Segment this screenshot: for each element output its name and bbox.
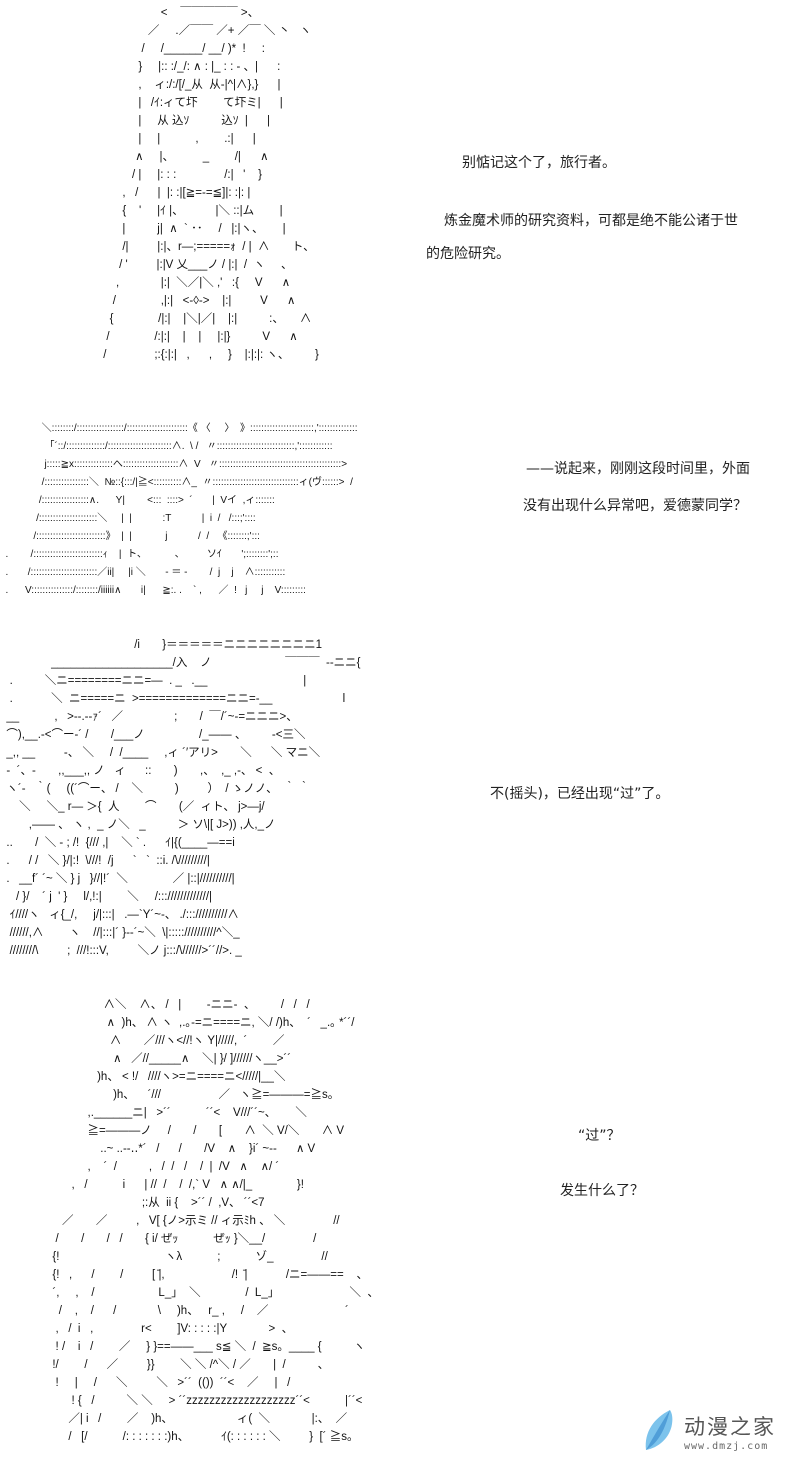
dialogue-line: 的危险研究。 bbox=[426, 246, 510, 262]
watermark-url: www.dmzj.com bbox=[684, 1440, 769, 1452]
dialogue-line: 发生什么了？ bbox=[560, 1183, 644, 1199]
dialogue-line: 炼金魔术师的研究资料，可都是绝不能公诸于世 bbox=[444, 213, 738, 229]
dialogue-line: ——说起来，刚刚这段时间里，外面 bbox=[526, 461, 750, 477]
ascii-art-panel-3: /i }＝＝＝＝＝ニニニニニニニニ1 ___________________/入… bbox=[6, 639, 361, 957]
ascii-art-panel-1: < ￣￣￣￣￣ >、 ／ .／￣￣ ／+ ／￣ ＼ 丶 ヽ / /______/… bbox=[103, 7, 319, 361]
feather-logo-icon bbox=[645, 1410, 673, 1450]
dmzj-watermark: 动漫之家 www.dmzj.com bbox=[640, 1408, 776, 1454]
watermark-name: 动漫之家 bbox=[684, 1414, 776, 1439]
ascii-art-panel-2: ＼::::::::/:::::::::::::::::/::::::::::::… bbox=[5, 423, 358, 596]
dialogue-line: 没有出现什么异常吧，爱德蒙同学？ bbox=[523, 498, 747, 514]
dialogue-line: 别惦记这个了，旅行者。 bbox=[462, 155, 616, 171]
dialogue-line: “过”？ bbox=[578, 1128, 621, 1144]
dialogue-line: 不(摇头)，已经出现“过”了。 bbox=[490, 786, 670, 802]
ascii-art-panel-4: ∧＼ ∧、 / | -ニニ- 、 / / / ∧ )h、 ∧ ヽ ,.｡-=ニ=… bbox=[52, 999, 379, 1443]
